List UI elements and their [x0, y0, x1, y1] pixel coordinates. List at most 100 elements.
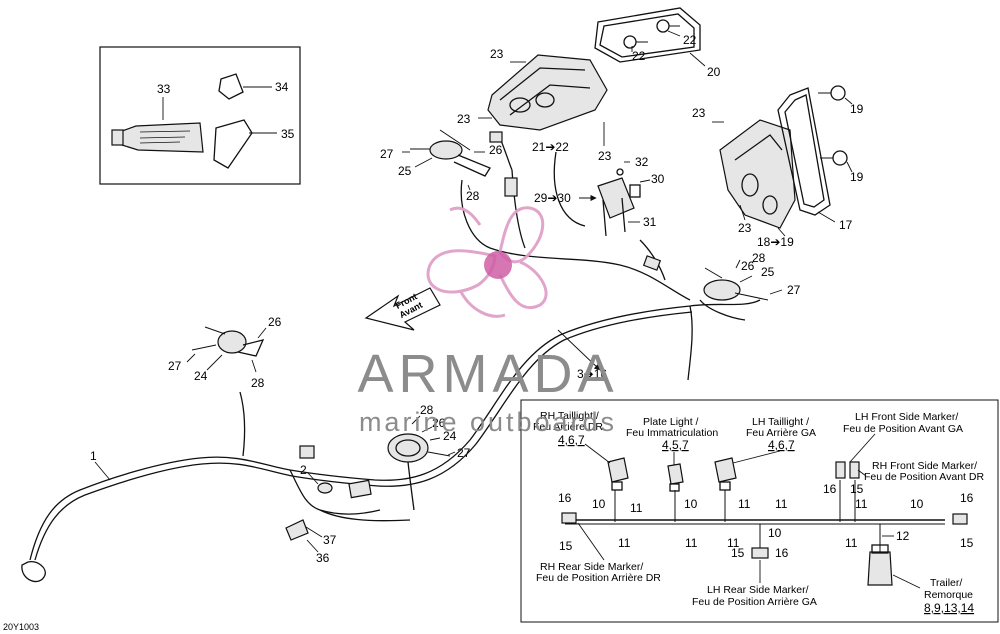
lh-front-marker-connector [835, 461, 846, 479]
sealant-tube [111, 122, 204, 153]
callout-31: 31 [643, 215, 657, 229]
left-tail-light-assembly: 23 23 23 22 22 20 21➔22 [457, 7, 721, 163]
callout-1: 1 [90, 449, 97, 463]
num-11-g: 11 [727, 536, 740, 550]
plate-light-connector [667, 463, 684, 492]
wiring-harness: 1 2 36 37 3➔16 [21, 131, 761, 583]
callout-25-b: 25 [761, 265, 775, 279]
callout-27-b: 27 [787, 283, 801, 297]
kit-box: 33 34 35 [99, 46, 301, 185]
callout-37: 37 [323, 533, 337, 547]
num-10-c: 10 [768, 526, 782, 540]
num-11-h: 11 [845, 536, 858, 550]
wiring-detail-box: RH Taillight / Feu Arrière DR 4,6,7 Plat… [520, 399, 999, 623]
brand-tagline: marine outboards [359, 407, 617, 437]
front-direction-arrow: Front Avant [364, 287, 441, 331]
lens-17 [777, 87, 831, 216]
plate-light-label: Plate Light / Feu Immatriculation 4,5,7 [626, 416, 718, 465]
num-11-a: 11 [630, 501, 643, 515]
svg-text:Feu Immatriculation: Feu Immatriculation [626, 427, 718, 439]
large-gasket [213, 119, 253, 169]
rh-front-marker-label: RH Front Side Marker/ Feu de Position Av… [857, 460, 984, 483]
callout-35: 35 [281, 127, 295, 141]
num-15-c: 15 [850, 482, 864, 496]
plate-light-assembly: 29➔30 32 30 31 [534, 155, 665, 237]
num-11-d: 11 [855, 497, 868, 511]
svg-text:Feu Arrière GA: Feu Arrière GA [746, 427, 816, 439]
num-16-d: 16 [960, 491, 974, 505]
callout-27-c: 27 [168, 359, 182, 373]
num-16-b: 16 [775, 546, 789, 560]
callout-22-b: 22 [683, 33, 697, 47]
callout-21-22: 21➔22 [532, 140, 569, 154]
num-11-b: 11 [738, 497, 751, 511]
svg-text:Remorque: Remorque [924, 589, 973, 601]
callout-26-c: 26 [268, 315, 282, 329]
callout-20: 20 [707, 65, 721, 79]
callout-33: 33 [157, 82, 171, 96]
lh-taillight-connector [714, 457, 737, 491]
svg-text:RH Taillight /: RH Taillight / [540, 410, 599, 422]
small-gasket [218, 73, 244, 100]
num-11-f: 11 [685, 536, 698, 550]
bulb-19b [820, 150, 848, 166]
callout-23-b: 23 [457, 112, 471, 126]
bulb-22a [623, 35, 648, 49]
callout-23-e: 23 [738, 221, 752, 235]
callout-28-d: 28 [420, 403, 434, 417]
marker-light-right: 28 26 25 27 [703, 251, 801, 301]
num-16-a: 16 [558, 491, 572, 505]
svg-text:4,6,7: 4,6,7 [558, 433, 585, 447]
rh-rear-marker-label: RH Rear Side Marker/ Feu de Position Arr… [536, 522, 661, 584]
svg-text:RH Rear Side Marker/: RH Rear Side Marker/ [540, 561, 643, 573]
callout-23-d: 23 [692, 106, 706, 120]
grommet-2 [317, 482, 333, 494]
svg-text:Feu de Position Arrière GA: Feu de Position Arrière GA [692, 596, 817, 608]
lh-rear-marker-connector [751, 547, 769, 559]
svg-text:Plate Light /: Plate Light / [643, 416, 699, 428]
callout-3-16: 3➔16 [577, 367, 607, 381]
armada-watermark: ARMADA marine outboards [357, 206, 618, 437]
callout-26-a: 26 [489, 143, 503, 157]
callout-29-30: 29➔30 [534, 191, 571, 205]
svg-text:LH Front Side Marker/: LH Front Side Marker/ [855, 411, 958, 423]
clip-36 [285, 519, 309, 541]
marker-light-left: 27 24 26 28 [168, 315, 282, 390]
lh-rear-marker-label: LH Rear Side Marker/ Feu de Position Arr… [692, 560, 817, 608]
callout-30: 30 [651, 172, 665, 186]
figure-code: 20Y1003 [3, 622, 39, 632]
callout-19-a: 19 [850, 102, 864, 116]
callout-24-b: 24 [443, 429, 457, 443]
num-11-e: 11 [618, 536, 631, 550]
lh-front-marker-label: LH Front Side Marker/ Feu de Position Av… [843, 411, 963, 463]
svg-text:4,6,7: 4,6,7 [768, 438, 795, 452]
svg-text:LH Rear Side Marker/: LH Rear Side Marker/ [707, 584, 809, 596]
callout-34: 34 [275, 80, 289, 94]
brand-name: ARMADA [357, 344, 618, 404]
callout-28-c: 28 [251, 376, 265, 390]
svg-text:LH Taillight /: LH Taillight / [752, 416, 809, 428]
svg-text:Feu de Position Arrière DR: Feu de Position Arrière DR [536, 572, 661, 584]
callout-26-d: 26 [432, 416, 446, 430]
bulb-19a [818, 85, 846, 101]
bulb-22b [656, 19, 680, 33]
num-10-a: 10 [592, 497, 606, 511]
callout-18-19: 18➔19 [757, 235, 794, 249]
svg-text:Trailer/: Trailer/ [930, 577, 962, 589]
svg-text:Feu Arrière DR: Feu Arrière DR [533, 421, 603, 433]
callout-17: 17 [839, 218, 853, 232]
rh-rear-marker-connector [561, 512, 577, 524]
svg-text:RH Front Side Marker/: RH Front Side Marker/ [872, 460, 977, 472]
num-15-a: 15 [559, 539, 573, 553]
num-12: 12 [896, 529, 910, 543]
callout-22-a: 22 [632, 49, 646, 63]
svg-text:8,9,13,14: 8,9,13,14 [924, 601, 974, 615]
rh-taillight-label: RH Taillight / Feu Arrière DR 4,6,7 [533, 410, 611, 464]
callout-25-a: 25 [398, 164, 412, 178]
rh-front-marker-connector [849, 461, 860, 479]
lens-20 [594, 7, 701, 63]
num-10-b: 10 [684, 497, 698, 511]
callout-23-c: 23 [598, 149, 612, 163]
num-16-c: 16 [823, 482, 837, 496]
